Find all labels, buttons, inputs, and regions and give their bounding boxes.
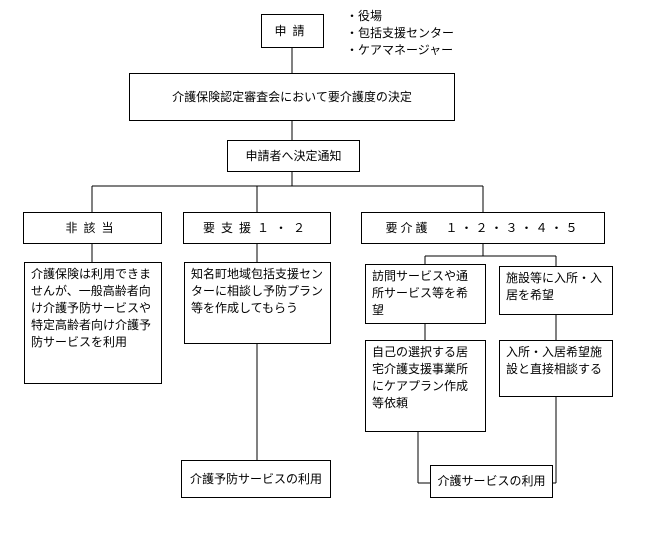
home-care-request-text: 訪問サービスや通所サービス等を希望	[372, 269, 469, 317]
application-label: 申請	[274, 23, 311, 38]
category-non-applicable: 非該当	[23, 212, 162, 244]
category-support-label: 要支援１・２	[202, 220, 311, 235]
review-decision-label: 介護保険認定審査会において要介護度の決定	[172, 89, 412, 104]
care-plan-request-box: 自己の選択する居宅介護支援事業所にケアプラン作成等依頼	[365, 340, 486, 432]
facility-consult-box: 入所・入居希望施設と直接相談する	[499, 340, 613, 397]
non-applicable-note-box: 介護保険は利用できませんが、一般高齢者向け介護予防サービスや特定高齢者向け介護予…	[24, 262, 162, 384]
notice-box: 申請者へ決定通知	[227, 140, 360, 172]
care-service-box: 介護サービスの利用	[430, 465, 553, 498]
care-plan-request-text: 自己の選択する居宅介護支援事業所にケアプラン作成等依頼	[372, 345, 469, 410]
support-note-box: 知名町地域包括支援センターに相談し予防プラン等を作成してもらう	[184, 262, 331, 344]
prevention-service-box: 介護予防サービスの利用	[181, 460, 331, 498]
application-place-item: ・役場	[346, 9, 383, 23]
application-place-item: ・包括支援センター	[346, 26, 455, 40]
care-service-label: 介護サービスの利用	[437, 474, 546, 488]
facility-request-text: 施設等に入所・入居を希望	[506, 271, 603, 302]
category-non-applicable-label: 非該当	[65, 220, 120, 235]
facility-request-box: 施設等に入所・入居を希望	[499, 266, 613, 315]
non-applicable-note-text: 介護保険は利用できませんが、一般高齢者向け介護予防サービスや特定高齢者向け介護予…	[31, 267, 152, 349]
prevention-service-label: 介護予防サービスの利用	[189, 471, 322, 486]
notice-label: 申請者へ決定通知	[245, 148, 342, 163]
application-box: 申請	[261, 14, 324, 48]
support-note-text: 知名町地域包括支援センターに相談し予防プラン等を作成してもらう	[191, 267, 324, 315]
application-place-item: ・ケアマネージャー	[346, 43, 454, 57]
category-care-label: 要介護 １・２・３・４・５	[385, 220, 581, 235]
home-care-request-box: 訪問サービスや通所サービス等を希望	[365, 264, 486, 324]
application-places-list: ・役場 ・包括支援センター ・ケアマネージャー	[346, 8, 454, 59]
category-care: 要介護 １・２・３・４・５	[361, 212, 605, 244]
facility-consult-text: 入所・入居希望施設と直接相談する	[506, 345, 603, 376]
review-decision-box: 介護保険認定審査会において要介護度の決定	[129, 73, 455, 121]
category-support: 要支援１・２	[183, 212, 331, 244]
